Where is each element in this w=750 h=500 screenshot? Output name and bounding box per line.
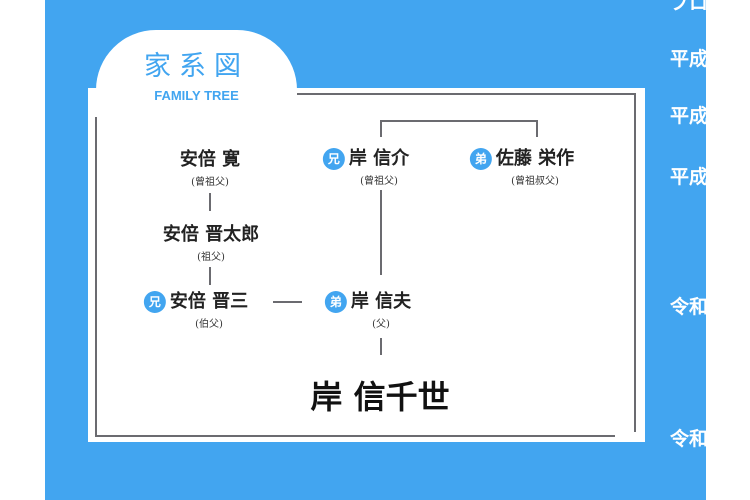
person-relation: (曾祖叔父) <box>511 176 559 187</box>
person-name: 安倍 晋三 <box>169 291 249 312</box>
side-label: 平成 <box>670 105 706 127</box>
sibling-badge: 兄 <box>143 291 166 313</box>
person-abe-shinzo: 兄安倍 晋三 (伯父) <box>143 287 249 330</box>
connector <box>209 267 211 285</box>
connector <box>380 120 382 137</box>
connector <box>273 301 302 303</box>
connector <box>209 193 211 211</box>
subject-name: 岸 信千世 <box>310 378 450 416</box>
side-label: 令和 <box>670 296 706 318</box>
sibling-badge: 弟 <box>324 291 347 313</box>
person-kishi-nobusuke: 兄岸 信介 (曾祖父) <box>322 144 410 187</box>
person-relation: (曾祖父) <box>360 176 398 187</box>
person-name: 佐藤 栄作 <box>495 148 575 169</box>
person-relation: (父) <box>372 319 390 330</box>
person-name: 岸 信介 <box>348 148 410 169</box>
connector <box>380 190 382 275</box>
side-label: 平成 <box>670 48 706 70</box>
connector <box>536 120 538 137</box>
family-tree-card <box>88 88 645 442</box>
page-title: 家系図 <box>144 51 249 82</box>
frame-line <box>95 117 97 436</box>
person-name: 安倍 晋太郎 <box>162 224 260 245</box>
person-name: 安倍 寛 <box>179 149 241 170</box>
person-kishi-nobuo: 弟岸 信夫 (父) <box>324 287 412 330</box>
person-relation: (曾祖父) <box>191 177 229 188</box>
person-relation: (伯父) <box>195 319 223 330</box>
connector <box>380 120 538 122</box>
side-label: プロ <box>670 0 706 14</box>
connector <box>380 338 382 355</box>
page-subtitle: FAMILY TREE <box>154 88 239 103</box>
side-label: 平成 <box>670 166 706 188</box>
frame-line <box>95 435 615 437</box>
side-label: 令和 <box>670 428 706 450</box>
person-abe-shintaro: 安倍 晋太郎 (祖父) <box>163 220 259 263</box>
person-sato-eisaku: 弟佐藤 栄作 (曾祖叔父) <box>469 144 575 187</box>
sibling-badge: 兄 <box>322 148 345 170</box>
sibling-badge: 弟 <box>469 148 492 170</box>
person-name: 岸 信夫 <box>350 291 412 312</box>
frame-line <box>297 93 636 95</box>
person-relation: (祖父) <box>197 252 225 263</box>
frame-line <box>634 93 636 432</box>
person-abe-kan: 安倍 寛 (曾祖父) <box>180 145 240 188</box>
